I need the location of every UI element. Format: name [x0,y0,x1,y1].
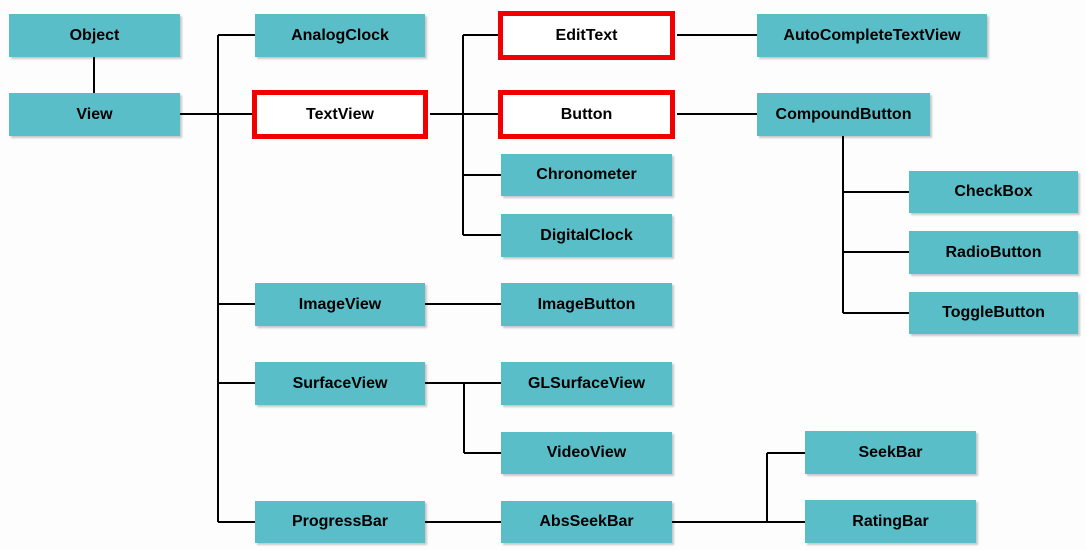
node-label: AbsSeekBar [539,513,634,530]
node-label: RatingBar [852,512,929,530]
node-view: View [9,93,180,136]
node-ratingbar: RatingBar [805,500,976,543]
node-autocompletetextview: AutoCompleteTextView [757,14,987,57]
node-label: SeekBar [858,443,923,461]
node-label: DigitalClock [540,226,633,244]
node-absseekbar: AbsSeekBar [501,501,672,543]
node-radiobutton: RadioButton [909,231,1078,274]
node-label: Button [560,105,613,123]
node-imageview: ImageView [255,283,425,326]
node-label: AnalogClock [291,26,389,44]
node-button: Button [498,90,675,139]
node-glsurfaceview: GLSurfaceView [501,362,672,405]
node-progressbar: ProgressBar [255,501,425,543]
node-object: Object [9,14,180,57]
node-edittext: EditText [498,11,675,60]
node-label: Chronometer [536,166,637,183]
node-textview: TextView [252,90,428,139]
node-compoundbutton: CompoundButton [757,93,930,136]
node-checkbox: CheckBox [909,171,1078,213]
node-label: ImageButton [537,295,636,313]
node-label: ToggleButton [942,304,1045,321]
node-label: VideoView [546,444,627,461]
node-imagebutton: ImageButton [501,283,672,326]
node-label: GLSurfaceView [527,374,646,392]
node-surfaceview: SurfaceView [255,362,425,405]
node-label: TextView [306,105,374,123]
node-chronometer: Chronometer [501,154,672,196]
node-label: SurfaceView [292,374,388,392]
node-seekbar: SeekBar [805,431,976,474]
node-label: CompoundButton [775,105,912,123]
node-label: View [76,105,113,123]
node-label: RadioButton [945,243,1042,261]
node-digitalclock: DigitalClock [501,214,672,257]
node-label: CheckBox [954,183,1033,200]
node-label: EditText [555,26,618,44]
node-videoview: VideoView [501,432,672,474]
node-togglebutton: ToggleButton [909,292,1078,334]
node-label: Object [69,26,120,44]
node-label: AutoCompleteTextView [783,26,961,44]
node-analogclock: AnalogClock [255,14,425,57]
node-label: ImageView [298,295,382,313]
node-label: ProgressBar [291,513,389,530]
